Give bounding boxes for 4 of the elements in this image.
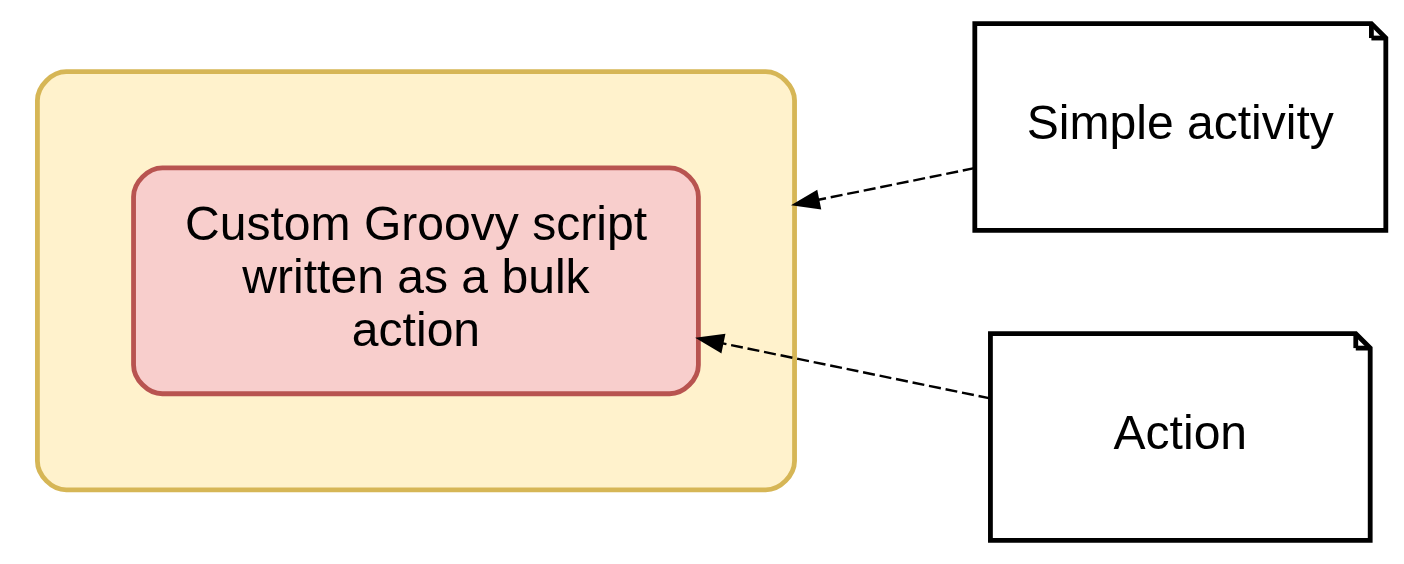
- arrow: [791, 167, 975, 210]
- cluster: [35, 69, 797, 493]
- node-box: Custom Groovy script written as a bulk action: [131, 165, 701, 397]
- arrow: [695, 333, 991, 400]
